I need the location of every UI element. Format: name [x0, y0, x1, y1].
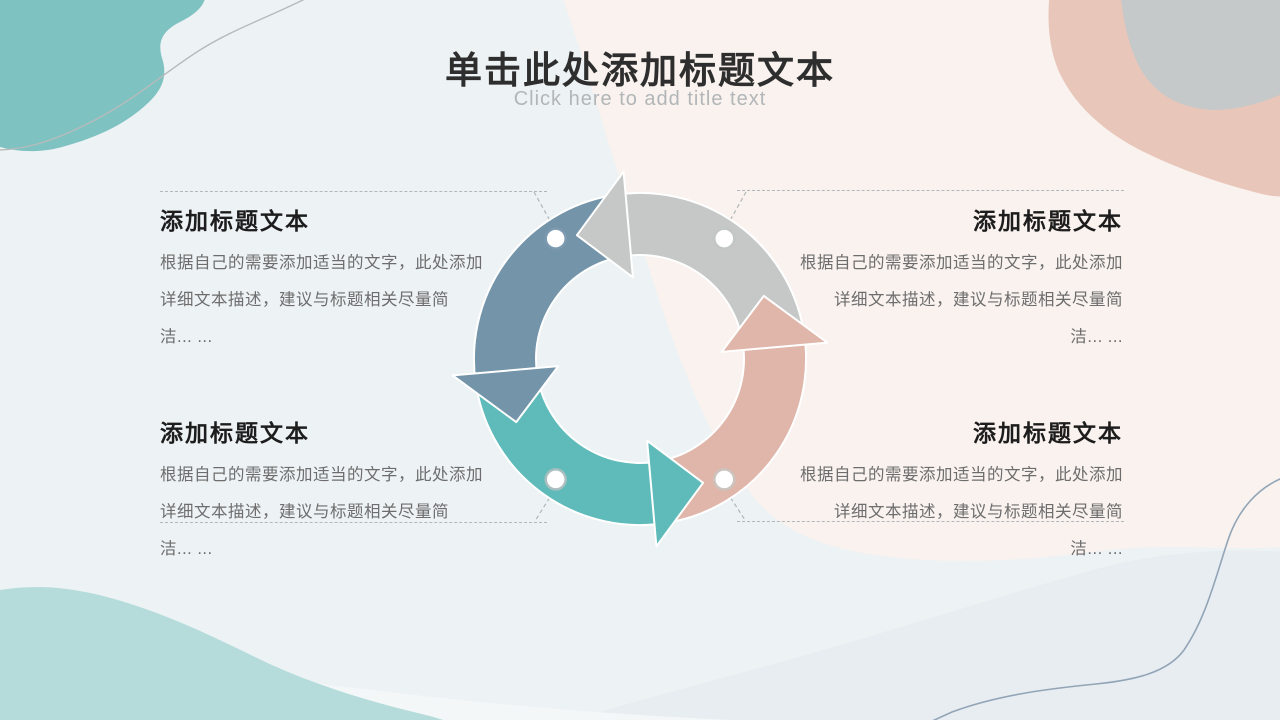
slide-subtitle[interactable]: Click here to add title text [513, 88, 767, 110]
block-body-line[interactable]: 洁... ... [1070, 540, 1123, 558]
leader-diagonal-top-left [533, 191, 558, 234]
cycle-arrow-head-left[interactable] [451, 365, 560, 424]
block-body-line[interactable]: 洁... ... [160, 328, 213, 346]
block-body-line[interactable]: 详细文本描述，建议与标题相关尽量简 [160, 503, 449, 521]
gray-curve-top-left [0, 0, 305, 151]
leader-dash-bottom-right [737, 521, 1124, 522]
leader-dash-top-right [737, 190, 1124, 191]
slate-curve-bottom-right [932, 478, 1280, 720]
connector-dot-top-left [544, 227, 567, 250]
text-block-top-right: 添加标题文本 根据自己的需要添加适当的文字，此处添加 详细文本描述，建议与标题相… [789, 202, 1123, 356]
slide-title[interactable]: 单击此处添加标题文本 [445, 51, 835, 92]
block-body-line[interactable]: 洁... ... [1070, 328, 1123, 346]
block-body-line[interactable]: 根据自己的需要添加适当的文字，此处添加 [160, 466, 483, 484]
block-body-line[interactable]: 根据自己的需要添加适当的文字，此处添加 [800, 466, 1123, 484]
block-body-line[interactable]: 详细文本描述，建议与标题相关尽量简 [160, 291, 449, 309]
block-body-line[interactable]: 详细文本描述，建议与标题相关尽量简 [834, 291, 1123, 309]
block-title[interactable]: 添加标题文本 [160, 209, 310, 234]
text-block-bottom-left: 添加标题文本 根据自己的需要添加适当的文字，此处添加 详细文本描述，建议与标题相… [160, 414, 494, 568]
block-body-line[interactable]: 根据自己的需要添加适当的文字，此处添加 [160, 254, 483, 272]
cycle-arrow-head-top[interactable] [575, 170, 634, 279]
connector-dot-bottom-right [713, 468, 736, 491]
gray-blob-top-right [1121, 0, 1280, 110]
text-block-bottom-right: 添加标题文本 根据自己的需要添加适当的文字，此处添加 详细文本描述，建议与标题相… [789, 414, 1123, 568]
block-body-line[interactable]: 根据自己的需要添加适当的文字，此处添加 [800, 254, 1123, 272]
connector-dot-bottom-left [544, 468, 567, 491]
text-block-top-left: 添加标题文本 根据自己的需要添加适当的文字，此处添加 详细文本描述，建议与标题相… [160, 202, 494, 356]
connector-dot-top-right [713, 227, 736, 250]
leader-diagonal-top-right [722, 191, 747, 234]
block-title[interactable]: 添加标题文本 [973, 209, 1123, 234]
teal-blob-top-left [0, 0, 205, 152]
cycle-arrow-head-bottom[interactable] [646, 439, 705, 548]
cycle-arrow-head-right[interactable] [720, 294, 829, 353]
block-body-line[interactable]: 详细文本描述，建议与标题相关尽量简 [834, 503, 1123, 521]
slate-bottom-right-shape [582, 550, 1280, 720]
block-title[interactable]: 添加标题文本 [160, 421, 310, 446]
block-title[interactable]: 添加标题文本 [973, 421, 1123, 446]
teal-wave-bottom-left [0, 586, 444, 720]
leader-dash-top-left [160, 191, 547, 192]
leader-dash-bottom-left [160, 522, 547, 523]
block-body-line[interactable]: 洁... ... [160, 540, 213, 558]
